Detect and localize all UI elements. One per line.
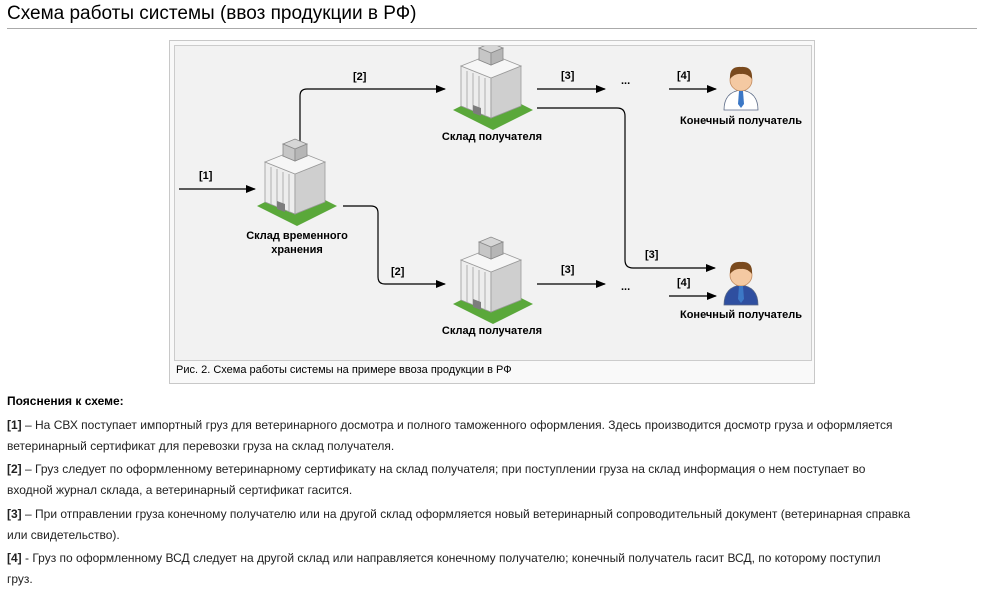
edge-label-3-top: [3]: [561, 70, 575, 82]
explanation-text-cont: ветеринарный сертификат для перевозки гр…: [7, 439, 395, 453]
edge-label-1: [1]: [199, 170, 213, 182]
explanation-number: [4]: [7, 551, 22, 565]
node-label-warehouse-top: Склад получателя: [442, 131, 542, 143]
explanation-text: - Груз по оформленному ВСД следует на др…: [21, 551, 881, 565]
edge-label-4-top: [4]: [677, 70, 691, 82]
edge-label-3-bottom: [3]: [561, 264, 575, 276]
explanation-text: – При отправлении груза конечному получа…: [21, 507, 911, 521]
ellipsis-top: ...: [621, 75, 630, 87]
page-title: Схема работы системы (ввоз продукции в Р…: [7, 3, 417, 24]
edge-label-2-top: [2]: [353, 71, 367, 83]
edge-svh-to-bottom: [343, 205, 446, 288]
figure-frame: [1] [2] [2] [3] [3] [3] [4] [4] ... ... …: [169, 40, 815, 384]
node-label-svh-line2: хранения: [271, 244, 323, 256]
warehouse-building-icon: [256, 138, 338, 227]
edge-svh-to-top: [299, 85, 446, 144]
edge-label-2-bottom: [2]: [391, 266, 405, 278]
explanation-text-cont: или свидетельство).: [7, 528, 120, 542]
edge-label-3-cross: [3]: [645, 249, 659, 261]
figure-caption: Рис. 2. Схема работы системы на примере …: [176, 364, 512, 376]
warehouse-building-icon: [452, 46, 534, 131]
explanation-item: [1] – На СВХ поступает импортный груз дл…: [7, 415, 972, 457]
title-divider: [7, 28, 977, 29]
explanation-item: [4] - Груз по оформленному ВСД следует н…: [7, 548, 972, 590]
explanation-number: [1]: [7, 418, 22, 432]
node-label-warehouse-bottom: Склад получателя: [442, 325, 542, 337]
node-label-svh-line1: Склад временного: [246, 230, 348, 242]
node-label-recipient-top: Конечный получатель: [680, 115, 802, 127]
explanation-text: – Груз следует по оформленному ветеринар…: [21, 462, 866, 476]
edge-label-4-bottom: [4]: [677, 277, 691, 289]
node-label-recipient-bottom: Конечный получатель: [680, 309, 802, 321]
warehouse-building-icon: [452, 236, 534, 325]
ellipsis-bottom: ...: [621, 281, 630, 293]
explanations-heading: Пояснения к схеме:: [7, 394, 124, 408]
diagram-svg: [1] [2] [2] [3] [3] [3] [4] [4] ... ... …: [179, 46, 802, 337]
person-icon: [723, 66, 759, 111]
explanation-item: [2] – Груз следует по оформленному ветер…: [7, 459, 972, 501]
explanation-number: [3]: [7, 507, 22, 521]
explanation-text: – На СВХ поступает импортный груз для ве…: [21, 418, 893, 432]
person-icon: [723, 261, 759, 306]
explanation-item: [3] – При отправлении груза конечному по…: [7, 504, 972, 546]
explanation-text-cont: входной журнал склада, а ветеринарный се…: [7, 483, 353, 497]
diagram-canvas: [1] [2] [2] [3] [3] [3] [4] [4] ... ... …: [174, 45, 812, 361]
edge-top-to-recipient-bottom: [537, 107, 716, 272]
explanation-text-cont: груз.: [7, 572, 33, 586]
explanation-number: [2]: [7, 462, 22, 476]
